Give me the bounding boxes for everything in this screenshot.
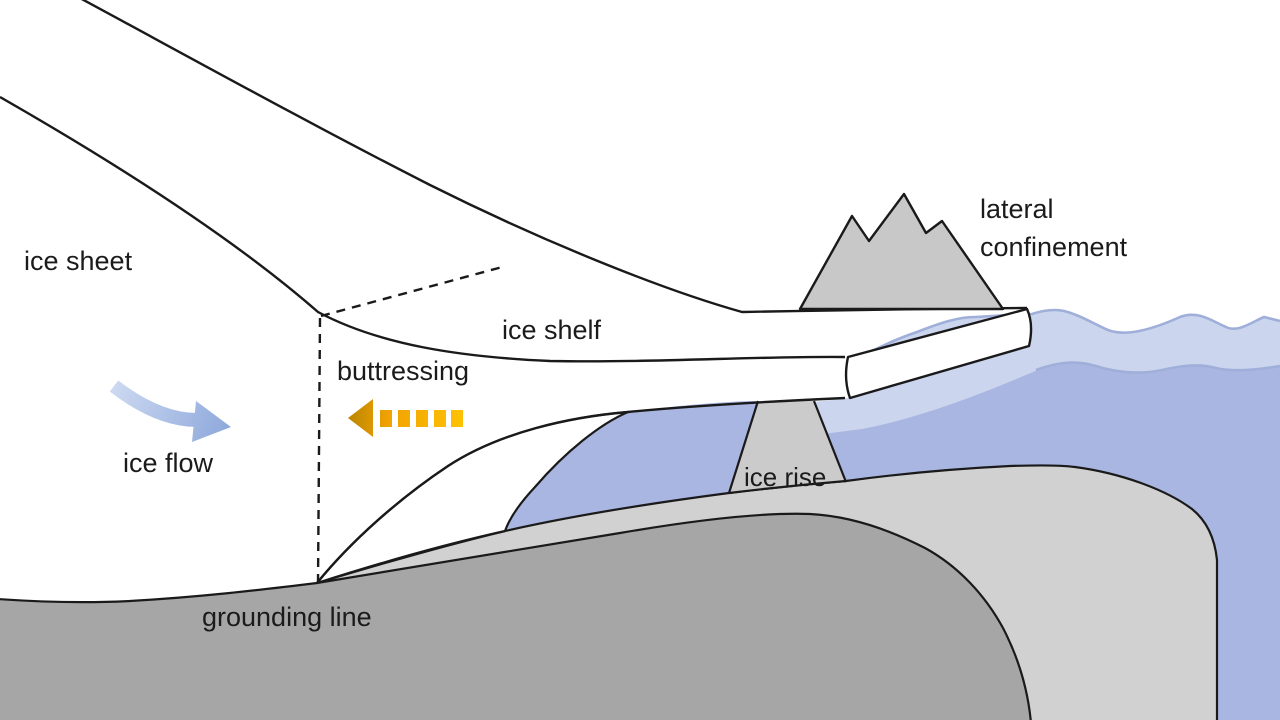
ice-flow-arrow-icon	[109, 380, 231, 442]
mountain	[798, 192, 1005, 311]
ice-rise-label: ice rise	[744, 462, 827, 492]
bedrock-dark	[0, 512, 1032, 720]
seabed-line-under-ice-rise	[728, 479, 847, 495]
cross-section-vertical-dashed	[316, 317, 322, 584]
ice-shelf-bottom-edge	[316, 396, 846, 584]
sea-water-wave-stroke	[1035, 361, 1280, 374]
ice-sheet-slope-line	[0, 95, 846, 363]
sea-surface-band-wave-stroke	[871, 308, 1280, 353]
cross-section-diagonal-dashed	[320, 264, 507, 318]
lateral-confinement-label: lateral confinement	[980, 194, 1128, 263]
ice-shelf-front-face	[844, 307, 1033, 400]
ice-flow-label: ice flow	[123, 448, 214, 478]
ice-shelf-label: ice shelf	[502, 315, 602, 345]
ice-rise-right-edge	[812, 400, 848, 483]
cross-section-dashed-lines	[316, 264, 507, 584]
grounding-line-label: grounding line	[202, 602, 372, 632]
buttressing-label: buttressing	[337, 356, 470, 386]
ice-sheet-label: ice sheet	[24, 246, 133, 276]
ice-rise-left-edge	[727, 400, 760, 494]
buttressing-arrow-icon	[348, 399, 463, 437]
ice-rise-pillar	[729, 401, 846, 493]
